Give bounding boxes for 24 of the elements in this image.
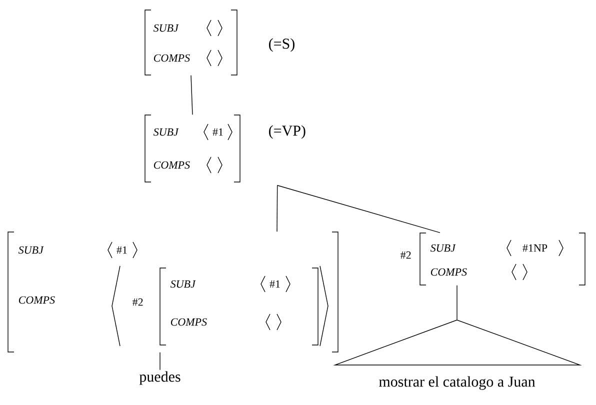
phrase-label: mostrar el catalogo a Juan [379, 376, 536, 390]
tree-branch [277, 185, 440, 233]
feature-name: SUBJ [430, 244, 456, 252]
feature-name: COMPS [154, 54, 190, 62]
feature-name: COMPS [154, 161, 190, 169]
feature-name: COMPS [18, 296, 55, 304]
tree-branch [190, 75, 193, 115]
feature-name: COMPS [430, 268, 467, 276]
feature-name: SUBJ [170, 280, 196, 288]
feature-name: SUBJ [153, 24, 179, 32]
feature-name: COMPS [170, 318, 207, 326]
feature-value: #1NP [522, 244, 548, 252]
category-label: (=S) [269, 38, 294, 52]
index-tag: #2 [400, 251, 411, 259]
feature-value: #1 [270, 280, 280, 288]
tree-branch [276, 185, 278, 232]
category-label: (=VP) [269, 125, 306, 139]
feature-name: SUBJ [153, 128, 179, 136]
feature-value: #1 [116, 246, 127, 254]
index-tag: #2 [132, 298, 143, 306]
tree-branch [456, 285, 458, 320]
feature-value: #1 [212, 128, 223, 136]
feature-name: SUBJ [18, 246, 44, 254]
word-label: puedes [139, 371, 180, 385]
